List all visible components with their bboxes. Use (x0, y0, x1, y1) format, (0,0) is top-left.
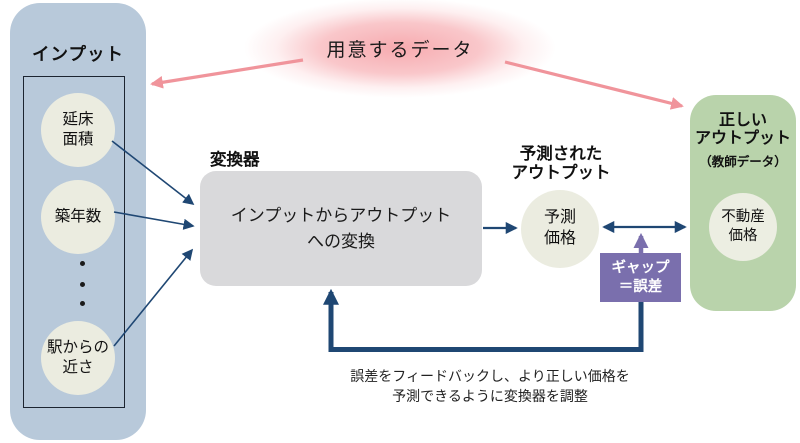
correct-output-panel: 正しい アウトプット （教師データ） 不動産 価格 (690, 95, 796, 311)
transformer-box: インプットからアウトプット への変換 (200, 171, 482, 286)
prepared-data-label: 用意するデータ (326, 40, 474, 61)
input-panel: インプット 延床 面積 築年数 駅からの 近さ (10, 3, 146, 440)
property-price-circle: 不動産 価格 (709, 193, 777, 261)
gap-error-box: ギャップ ＝誤差 (600, 253, 681, 302)
feature-circle-floor-area: 延床 面積 (41, 93, 115, 167)
correct-output-title: 正しい アウトプット (694, 112, 791, 148)
feedback-loop-arrow (322, 288, 644, 352)
input-panel-title: インプット (32, 44, 124, 64)
vertical-ellipsis-dot (80, 282, 85, 287)
vertical-ellipsis-dot (80, 301, 85, 306)
feature-circle-station-proximity: 駅からの 近さ (41, 321, 115, 395)
feature-circle-building-age: 築年数 (41, 180, 115, 254)
correct-output-subtitle: （教師データ） (699, 155, 787, 169)
transformer-label: 変換器 (210, 151, 260, 169)
feedback-note: 誤差をフィードバックし、より正しい価格を 予測できるように変換器を調整 (350, 368, 630, 405)
input-feature-frame (23, 76, 125, 408)
predicted-price-circle: 予測 価格 (521, 190, 599, 268)
vertical-ellipsis-dot (80, 261, 85, 266)
predicted-output-title: 予測された アウトプット (511, 145, 611, 183)
